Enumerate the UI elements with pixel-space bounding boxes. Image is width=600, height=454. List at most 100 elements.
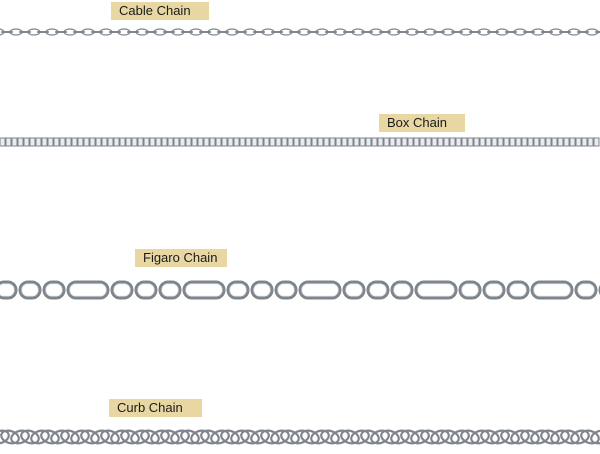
curb-link [520, 429, 540, 445]
curb-chain-image [0, 429, 600, 445]
box-link [353, 137, 360, 147]
box-link [557, 137, 564, 147]
figaro-short-link [42, 280, 66, 300]
box-link [563, 137, 570, 147]
figaro-short-link [458, 280, 482, 300]
box-link [131, 137, 138, 147]
figaro-link-highlight [345, 283, 363, 297]
figaro-short-link [226, 280, 250, 300]
figaro-link-highlight [533, 283, 571, 297]
curb-link [280, 429, 300, 445]
figaro-short-link [134, 280, 158, 300]
curb-link [90, 429, 110, 445]
figaro-link-highlight [229, 283, 247, 297]
cable-chain-label: Cable Chain [111, 2, 209, 20]
box-link [341, 137, 348, 147]
figaro-short-link [390, 280, 414, 300]
curb-link [430, 429, 450, 445]
curb-link [260, 429, 280, 445]
figaro-link-highlight [137, 283, 155, 297]
box-link [509, 137, 516, 147]
box-link [17, 137, 24, 147]
box-link [371, 137, 378, 147]
curb-link [50, 429, 70, 445]
curb-link [400, 429, 420, 445]
curb-link [460, 429, 480, 445]
box-link [485, 137, 492, 147]
figaro-link-highlight [461, 283, 479, 297]
box-link [491, 137, 498, 147]
figaro-short-link [0, 280, 18, 300]
box-link [425, 137, 432, 147]
box-link [551, 137, 558, 147]
curb-link [0, 429, 20, 445]
curb-link [150, 429, 170, 445]
box-link [407, 137, 414, 147]
curb-link [510, 429, 530, 445]
box-link [347, 137, 354, 147]
box-link [305, 137, 312, 147]
box-link [89, 137, 96, 147]
box-link [41, 137, 48, 147]
box-link [479, 137, 486, 147]
curb-link [240, 429, 260, 445]
box-link [119, 137, 126, 147]
curb-link [360, 429, 380, 445]
box-link [455, 137, 462, 147]
cable-chain-image [0, 28, 600, 36]
box-link [359, 137, 366, 147]
box-link [29, 137, 36, 147]
box-link [215, 137, 222, 147]
box-link [317, 137, 324, 147]
box-link [161, 137, 168, 147]
box-link [281, 137, 288, 147]
box-link [101, 137, 108, 147]
box-link [581, 137, 588, 147]
box-link [539, 137, 546, 147]
figaro-short-link [110, 280, 134, 300]
curb-link [130, 429, 150, 445]
box-link [59, 137, 66, 147]
box-link [179, 137, 186, 147]
box-chain-label: Box Chain [379, 114, 465, 132]
box-link [263, 137, 270, 147]
box-link [113, 137, 120, 147]
figaro-link-highlight [417, 283, 455, 297]
figaro-link-highlight [253, 283, 271, 297]
figaro-link-highlight [277, 283, 295, 297]
box-link [287, 137, 294, 147]
curb-link [370, 429, 390, 445]
box-link [569, 137, 576, 147]
box-link [23, 137, 30, 147]
curb-link [530, 429, 550, 445]
box-link [5, 137, 12, 147]
box-link [245, 137, 252, 147]
box-link [497, 137, 504, 147]
figaro-long-link [530, 280, 574, 300]
curb-link [320, 429, 340, 445]
box-link [401, 137, 408, 147]
curb-link [340, 429, 360, 445]
box-link [185, 137, 192, 147]
box-link [335, 137, 342, 147]
curb-link [540, 429, 560, 445]
box-link [53, 137, 60, 147]
curb-chain-label: Curb Chain [109, 399, 202, 417]
curb-link [220, 429, 240, 445]
box-link [35, 137, 42, 147]
box-link [107, 137, 114, 147]
box-link [533, 137, 540, 147]
figaro-short-link [482, 280, 506, 300]
box-link [473, 137, 480, 147]
box-link [95, 137, 102, 147]
curb-link [570, 429, 590, 445]
figaro-link-highlight [369, 283, 387, 297]
curb-link [390, 429, 410, 445]
box-link [383, 137, 390, 147]
box-link [257, 137, 264, 147]
curb-link [110, 429, 130, 445]
box-link [545, 137, 552, 147]
curb-link [580, 429, 600, 445]
box-link [77, 137, 84, 147]
box-link [419, 137, 426, 147]
